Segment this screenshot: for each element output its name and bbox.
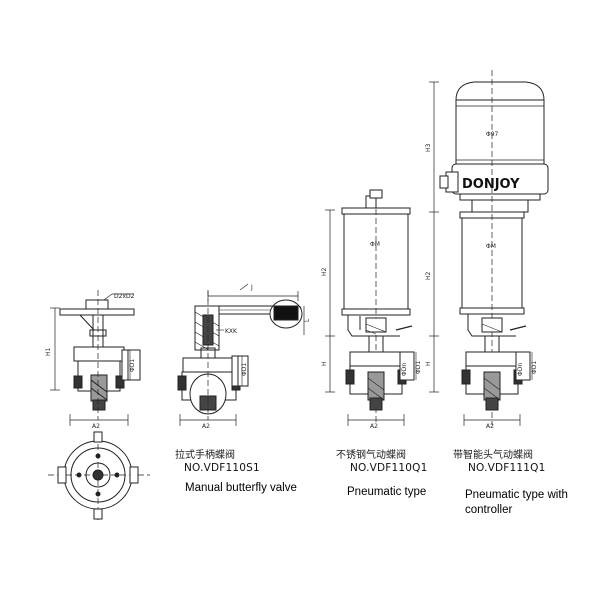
dim-dn-label-1: ΦDn: [401, 363, 408, 376]
caption-cn-controller: 带智能头气动蝶阀: [453, 450, 533, 461]
dim-d97-label: Φ97: [486, 131, 499, 138]
manual-valve-top-view: [48, 431, 150, 520]
dim-j-label: J: [250, 284, 253, 291]
dim-h-label-1: H: [321, 361, 328, 366]
dim-d1-label-1: ΦD1: [129, 359, 136, 372]
dim-dm-label-1: ΦM: [370, 241, 380, 248]
manual-valve-front-view: [50, 290, 141, 426]
dim-a2-label-4: A2: [486, 423, 494, 430]
dim-h2-label-2: H2: [425, 271, 432, 280]
dim-d1-label-3: ΦD1: [415, 361, 422, 374]
dim-h3-label-2: H3: [425, 143, 432, 152]
dim-dm-label-2: ΦM: [486, 243, 496, 250]
dim-a2-label-1: A2: [92, 423, 100, 430]
dim-d1-label-2: ΦD1: [241, 363, 248, 376]
caption-en-pneumatic: Pneumatic type: [347, 486, 427, 498]
dim-a2-label-2: A2: [202, 423, 210, 430]
pull-handle-valve-view: [177, 283, 305, 426]
dim-h2-label-1: H2: [321, 267, 328, 276]
dim-l-label: L: [304, 318, 311, 322]
dim-d2d2-label: D2xD2: [114, 293, 135, 300]
dim-d1-label-4: ΦD1: [531, 361, 538, 374]
dim-h-label-2: H: [425, 361, 432, 366]
dim-dn-label-2: ΦDn: [517, 363, 524, 376]
dim-a2-label-3: A2: [370, 423, 378, 430]
dim-kxk-label: KXK: [225, 328, 238, 335]
donjoy-logo-text: DONJOY: [462, 177, 520, 192]
pneumatic-controller-valve-view: [429, 70, 549, 426]
caption-code-manual: NO.VDF110S1: [184, 462, 260, 474]
pneumatic-valve-view: [325, 189, 417, 426]
caption-code-pneumatic: NO.VDF110Q1: [350, 462, 428, 474]
caption-cn-pneumatic: 不锈钢气动蝶阀: [336, 450, 406, 461]
caption-en-controller: Pneumatic type with controller: [465, 489, 568, 516]
caption-cn-manual: 拉式手柄蝶阀: [175, 450, 235, 461]
dim-h3-label-1: H1: [45, 347, 52, 356]
caption-en-manual: Manual butterfly valve: [185, 482, 297, 494]
caption-code-controller: NO.VDF111Q1: [468, 462, 546, 474]
